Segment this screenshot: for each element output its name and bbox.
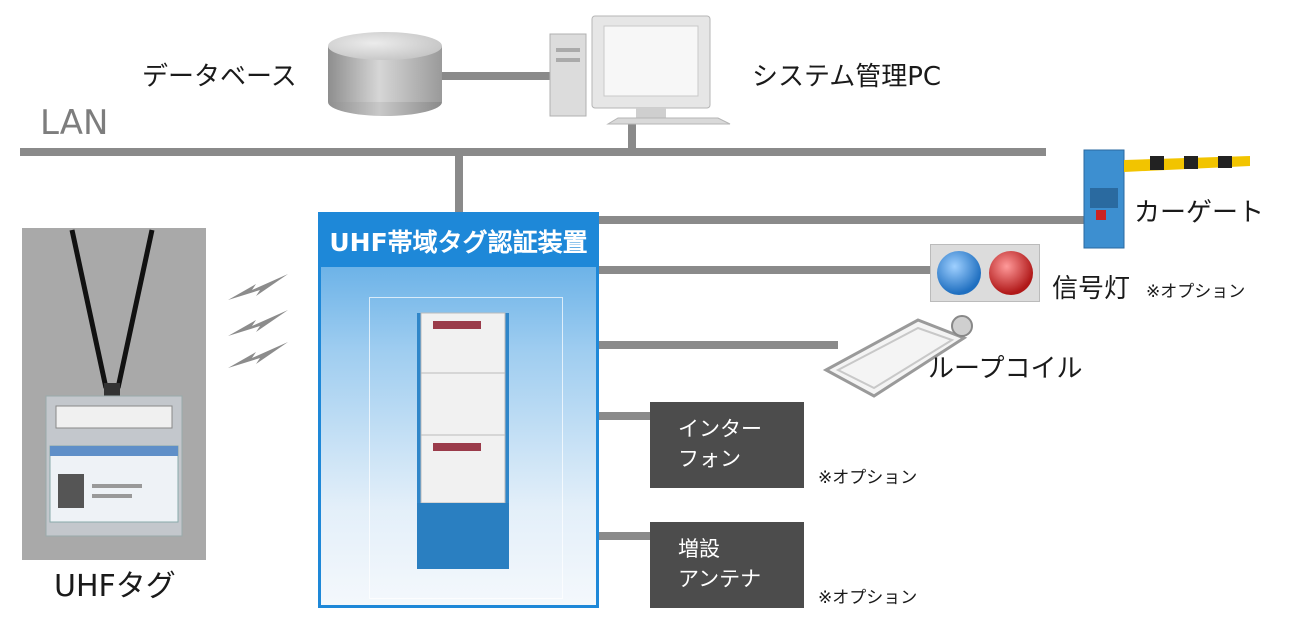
lan-label: LAN	[40, 103, 109, 143]
antenna-link	[598, 532, 652, 540]
uhf-tag-label: UHFタグ	[54, 569, 176, 604]
computer-icon	[548, 14, 738, 126]
antenna-label-line1: 増設	[678, 537, 720, 561]
intercom-option: ※オプション	[818, 468, 918, 488]
db-pc-link	[440, 72, 552, 80]
car-gate-icon	[1083, 149, 1250, 249]
coil-link	[598, 341, 838, 349]
database-icon	[328, 32, 442, 118]
car-gate-label: カーゲート	[1134, 198, 1265, 228]
device-lan-link	[455, 152, 463, 214]
device-inner-frame	[369, 297, 563, 599]
signal-link	[598, 266, 934, 274]
lan-bus-line	[20, 148, 1046, 156]
antenna-option: ※オプション	[818, 588, 918, 608]
antenna-label-line2: アンテナ	[678, 567, 762, 592]
uhf-tag-image	[22, 228, 206, 560]
antenna-box: 増設 アンテナ	[650, 522, 804, 608]
intercom-link	[598, 412, 652, 420]
signal-light-label: 信号灯	[1052, 274, 1131, 304]
loop-coil-label: ループコイル	[928, 354, 1083, 384]
intercom-label-line2: フォン	[678, 447, 741, 472]
gate-link	[598, 216, 1084, 224]
signal-light-option: ※オプション	[1146, 282, 1246, 302]
pc-lan-link	[628, 118, 636, 152]
loop-coil-icon	[822, 315, 973, 398]
system-pc-label: システム管理PC	[752, 62, 942, 92]
database-label: データベース	[142, 62, 297, 92]
reader-cabinet-icon	[417, 312, 509, 569]
radio-wave-icon	[228, 274, 288, 368]
auth-device-panel: UHF帯域タグ認証装置	[318, 212, 599, 608]
intercom-box: インター フォン	[650, 402, 804, 488]
intercom-label-line1: インター	[678, 417, 762, 441]
device-title: UHF帯域タグ認証装置	[321, 215, 596, 267]
signal-light-icon	[930, 244, 1040, 302]
